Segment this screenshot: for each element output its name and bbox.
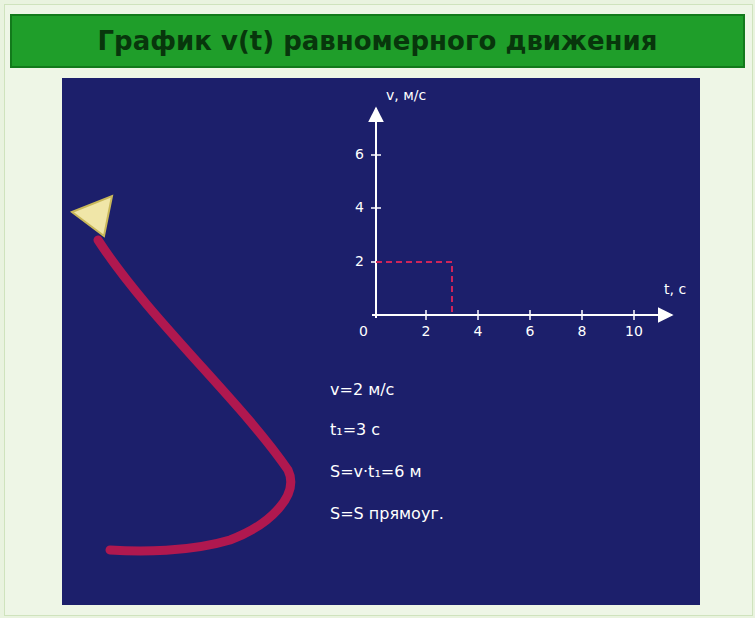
graph-panel	[62, 78, 700, 605]
axis-name: t, с	[664, 282, 686, 297]
formula-line: S=v·t₁=6 м	[330, 463, 422, 481]
axis-name: v, м/с	[386, 88, 426, 103]
tick-label: 10	[625, 324, 643, 339]
tick-label: 8	[578, 324, 587, 339]
area-rectangle	[376, 262, 452, 315]
tick-label: 2	[355, 254, 364, 269]
tick-label: 0	[359, 324, 368, 339]
tick-label: 6	[526, 324, 535, 339]
v-axis	[375, 108, 377, 318]
formula-line: t₁=3 с	[330, 421, 380, 439]
slide-title: График v(t) равномерного движения	[98, 26, 658, 56]
formula-line: v=2 м/с	[330, 381, 394, 399]
t-axis	[372, 314, 672, 316]
formula-line: S=S прямоуг.	[330, 505, 444, 523]
title-bar: График v(t) равномерного движения	[10, 14, 745, 68]
tick-label: 2	[422, 324, 431, 339]
tick-label: 4	[355, 200, 364, 215]
axis-ticks	[371, 155, 634, 320]
pointer-trail	[98, 240, 291, 551]
pointer-arrow	[72, 196, 112, 236]
tick-label: 4	[474, 324, 483, 339]
tick-label: 6	[355, 147, 364, 162]
